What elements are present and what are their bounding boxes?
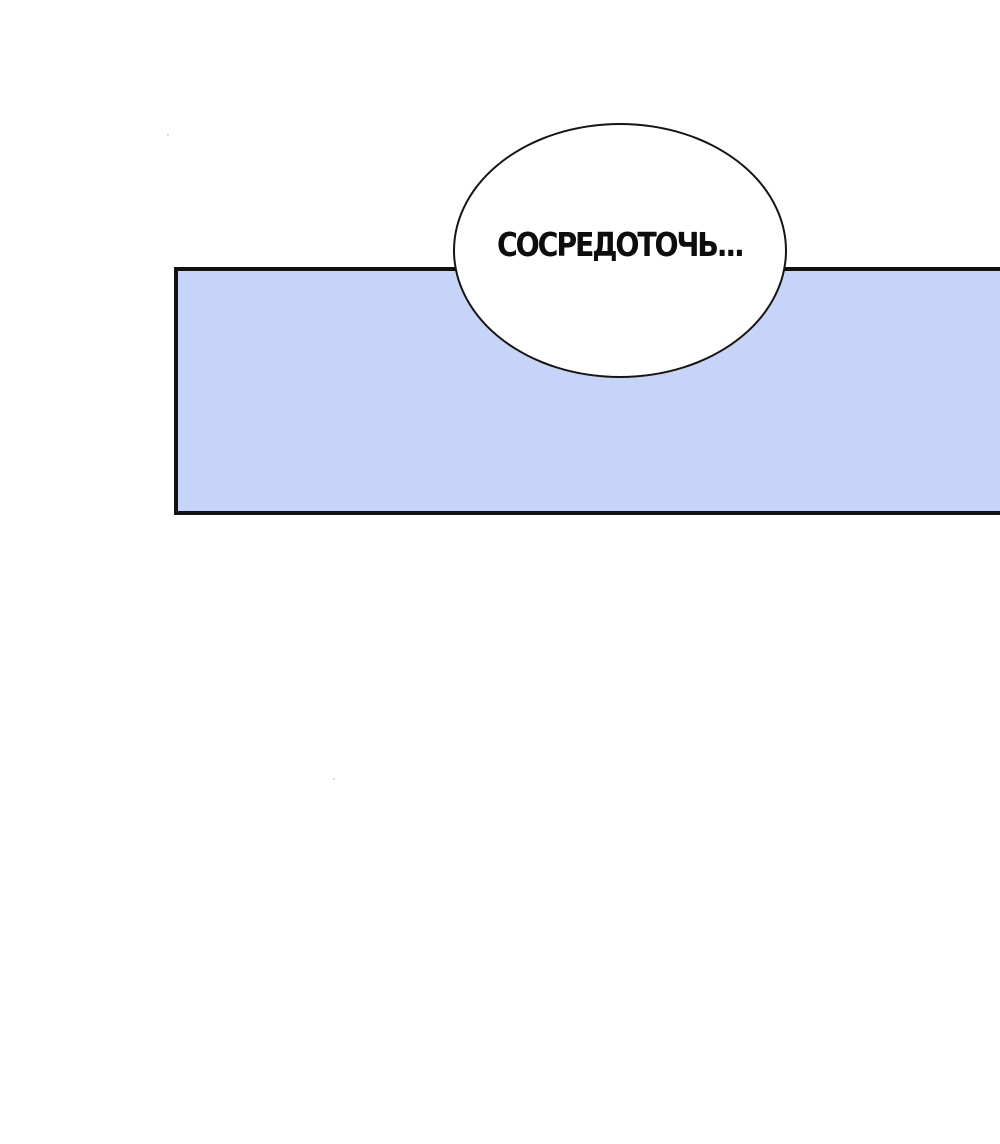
speech-bubble-text: СОСРЕДОТОЧЬ... — [497, 225, 745, 264]
paper-speck — [333, 778, 335, 780]
paper-speck — [167, 134, 169, 136]
speech-bubble: СОСРЕДОТОЧЬ... — [453, 123, 787, 378]
